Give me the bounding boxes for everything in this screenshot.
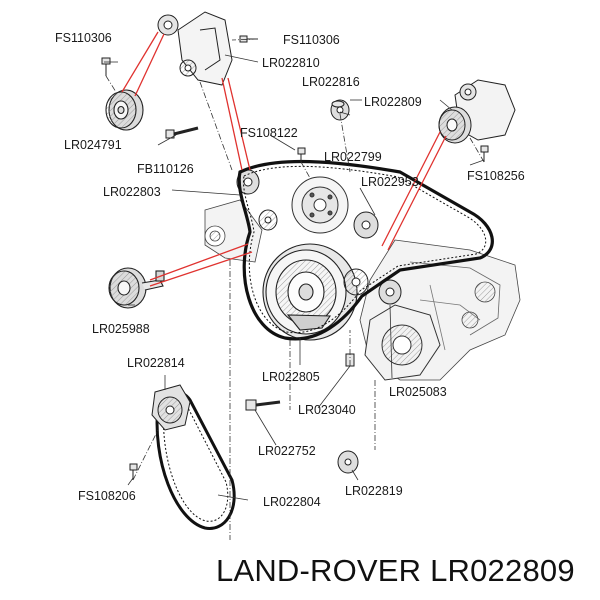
label-fs108122: FS108122 — [240, 126, 298, 140]
label-lr023040: LR023040 — [298, 403, 356, 417]
brand-name: LAND-ROVER — [216, 553, 422, 588]
label-lr022799: LR022799 — [324, 150, 382, 164]
center-lines — [105, 38, 485, 540]
label-lr022819: LR022819 — [345, 484, 403, 498]
label-lr022803: LR022803 — [103, 185, 161, 199]
bolt-fb110126 — [165, 126, 199, 139]
serpentine-belt — [237, 159, 494, 341]
tensioner-lr022809 — [438, 79, 516, 144]
label-lr022814: LR022814 — [127, 356, 185, 370]
bolt-fs108256 — [480, 145, 489, 162]
tensioner-bracket-top — [157, 11, 233, 86]
brand-part-title: LAND-ROVER LR022809 — [216, 553, 575, 589]
label-fs108256: FS108256 — [467, 169, 525, 183]
label-lr022805: LR022805 — [262, 370, 320, 384]
water-pump-pulley — [291, 176, 349, 234]
label-fs110306-left: FS110306 — [55, 31, 112, 45]
label-lr022816: LR022816 — [302, 75, 360, 89]
leader-lines — [104, 54, 485, 501]
bolt-fs108122 — [297, 147, 306, 162]
brand-part-number: LR022809 — [430, 553, 575, 588]
crankshaft-pulley — [262, 243, 358, 341]
bolt-fs110306-left — [101, 57, 111, 76]
label-lr025083: LR025083 — [389, 385, 447, 399]
highlight-lines — [121, 31, 447, 287]
label-lr022804: LR022804 — [263, 495, 321, 509]
label-fs108206: FS108206 — [78, 489, 136, 503]
label-fs110306-right: FS110306 — [283, 33, 340, 47]
belt-idler-pulleys — [236, 99, 402, 474]
idler-pulley-lr025988 — [108, 267, 165, 309]
bolt-fs108206 — [129, 463, 138, 480]
label-lr025988: LR025988 — [92, 322, 150, 336]
engine-block-left — [204, 199, 263, 263]
label-lr024791: LR024791 — [64, 138, 122, 152]
label-lr022809: LR022809 — [364, 95, 422, 109]
label-fb110126: FB110126 — [137, 162, 194, 176]
label-lr022752: LR022752 — [258, 444, 316, 458]
bolt-lr022752 — [245, 399, 281, 411]
alternator — [364, 304, 441, 381]
label-lr022810: LR022810 — [262, 56, 320, 70]
bolt-lr022816 — [331, 100, 345, 108]
idler-pulley-lr024791 — [105, 89, 144, 131]
pulley-lr022814 — [151, 384, 191, 431]
label-lr022953: LR022953 — [361, 175, 419, 189]
